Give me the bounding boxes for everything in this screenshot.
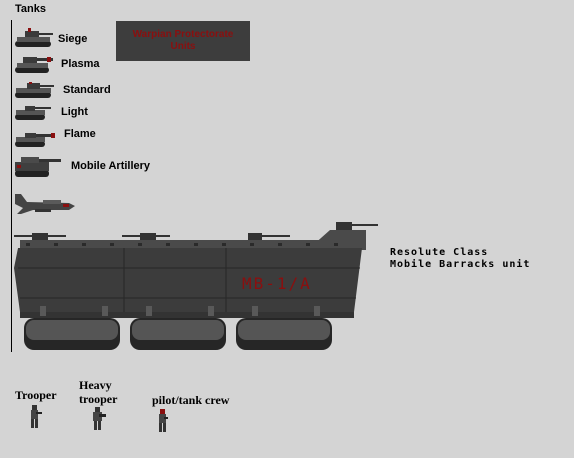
infantry-label-heavy-line1: Heavy bbox=[79, 378, 112, 392]
class-name-line2: Mobile Barracks unit bbox=[390, 259, 531, 270]
tank-label-plasma: Plasma bbox=[61, 58, 100, 70]
section-divider bbox=[11, 20, 12, 352]
flame-tank-icon[interactable] bbox=[13, 128, 57, 148]
siege-tank-icon[interactable] bbox=[13, 28, 55, 48]
class-name-line1: Resolute Class bbox=[390, 247, 489, 258]
pilot-crew-icon[interactable] bbox=[156, 409, 170, 433]
faction-title-box: Warpian Protectorate Units bbox=[116, 21, 250, 61]
tank-label-standard: Standard bbox=[63, 84, 111, 96]
infantry-label-heavy-line2: trooper bbox=[79, 392, 118, 406]
mobile-artillery-icon[interactable] bbox=[13, 154, 63, 178]
standard-tank-icon[interactable] bbox=[13, 79, 55, 99]
faction-title-line2: Units bbox=[170, 41, 196, 52]
light-tank-icon[interactable] bbox=[13, 101, 55, 121]
trooper-icon[interactable] bbox=[28, 405, 42, 429]
tank-label-siege: Siege bbox=[58, 33, 88, 45]
section-title: Tanks bbox=[15, 3, 46, 15]
tank-label-mobile-artillery: Mobile Artillery bbox=[71, 160, 151, 172]
plasma-tank-icon[interactable] bbox=[13, 54, 55, 74]
mobile-barracks-unit[interactable]: MB-1/A bbox=[12, 218, 384, 353]
tank-label-flame: Flame bbox=[64, 128, 96, 140]
faction-title-line1: Warpian Protectorate bbox=[132, 29, 234, 40]
infantry-label-pilot: pilot/tank crew bbox=[152, 393, 230, 407]
heavy-trooper-icon[interactable] bbox=[90, 407, 106, 431]
hull-marking: MB-1/A bbox=[242, 274, 312, 293]
tank-label-light: Light bbox=[61, 106, 88, 118]
infantry-label-trooper: Trooper bbox=[15, 388, 57, 402]
gunship-icon[interactable] bbox=[13, 194, 77, 216]
